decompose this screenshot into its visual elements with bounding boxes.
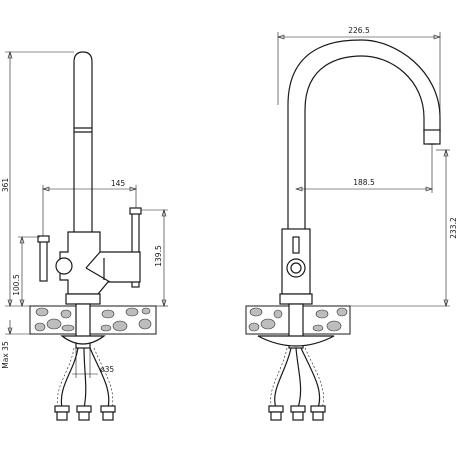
front-faucet-body [59, 231, 141, 295]
front-hose-right [89, 347, 110, 409]
front-hose-middle [83, 347, 87, 409]
front-view: 361 145 100.5 139.5 [1, 51, 168, 421]
side-hose-fittings [268, 405, 326, 421]
dim-left-lever-height-label: 100.5 [12, 274, 21, 296]
front-base [65, 293, 101, 305]
side-spout-outer [287, 39, 441, 236]
dim-counter-thickness-label: Max 35 [1, 341, 10, 369]
side-spout-outlet [423, 129, 441, 145]
side-spout-inner [304, 55, 425, 236]
dim-spout-reach-total-label: 226.5 [348, 26, 370, 35]
dim-right-lever-height: 139.5 [141, 209, 168, 307]
dim-hole-diameter-label: ø35 [100, 365, 114, 374]
dim-counter-thickness: Max 35 [1, 320, 30, 369]
front-spout-tube [73, 51, 93, 237]
dim-handle-spread: 145 [42, 179, 137, 236]
front-hose-left [60, 347, 79, 409]
side-hose-right [300, 347, 321, 409]
side-mount-nut [257, 335, 335, 347]
dim-right-lever-height-label: 139.5 [154, 245, 163, 267]
front-hose-fittings [54, 405, 116, 421]
front-left-lever [39, 240, 48, 282]
front-left-knob [55, 257, 73, 275]
dim-total-height-label: 361 [1, 178, 10, 193]
side-lever-stub [292, 236, 300, 254]
front-stone-texture [34, 307, 152, 332]
front-body-cut [85, 251, 111, 283]
side-hose-middle [295, 347, 302, 409]
side-stone-texture [248, 307, 348, 332]
dim-spout-reach: 188.5 [295, 150, 433, 193]
dim-spout-outlet-height-label: 233.2 [449, 217, 458, 239]
side-view: 226.5 188.5 233.2 [245, 26, 458, 421]
side-hose-left [274, 347, 292, 409]
front-left-lever-cap [37, 235, 50, 243]
dim-hole-diameter: ø35 [72, 348, 114, 378]
dim-spout-outlet-height: 233.2 [350, 149, 458, 307]
dim-spout-reach-total: 226.5 [277, 26, 441, 118]
front-mount-nut [60, 335, 106, 345]
side-base [279, 293, 313, 305]
dim-spout-reach-label: 188.5 [353, 178, 375, 187]
front-right-lever-cap [129, 207, 142, 215]
dim-handle-spread-label: 145 [111, 179, 126, 188]
dim-left-lever-height: 100.5 [12, 236, 40, 307]
dim-total-height: 361 [1, 51, 74, 307]
